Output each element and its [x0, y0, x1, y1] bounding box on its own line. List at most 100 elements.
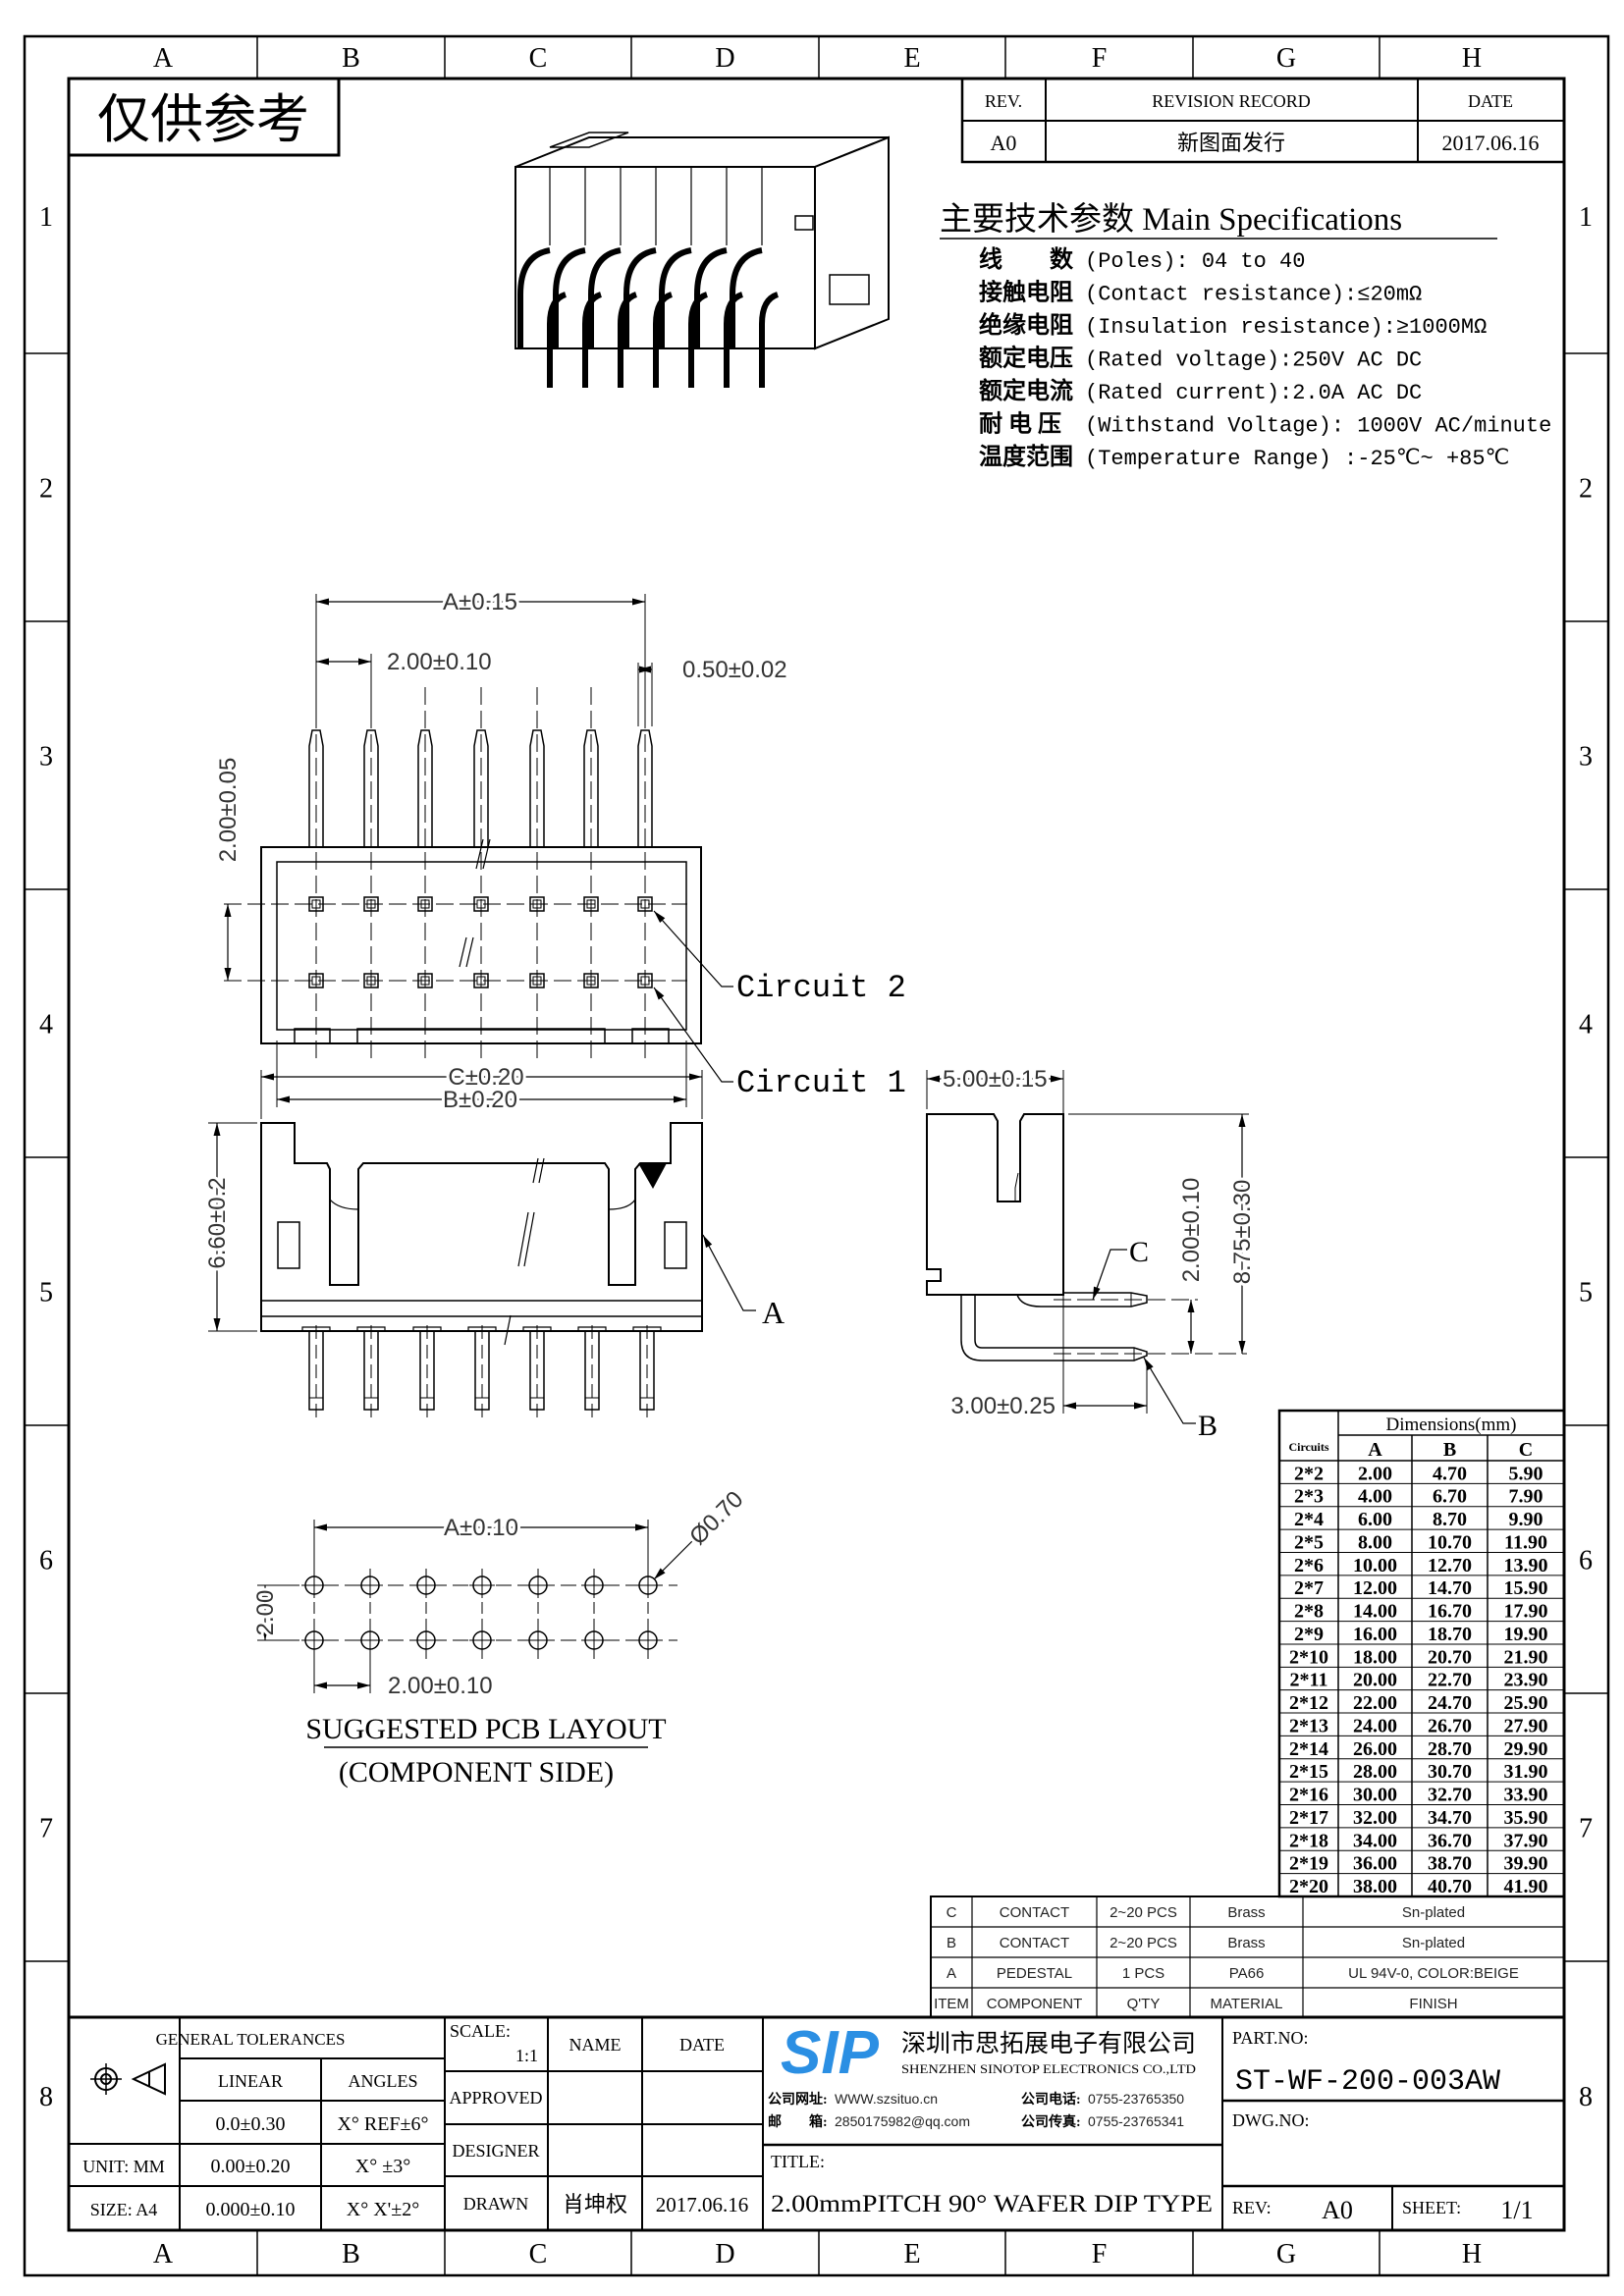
table-cell: 2*5: [1294, 1531, 1324, 1553]
table-cell: 2*12: [1289, 1692, 1328, 1714]
company-name-cn: 深圳市思拓展电子有限公司: [901, 2030, 1196, 2057]
table-cell: 37.90: [1504, 1830, 1548, 1851]
pin-standoff: [577, 1326, 607, 1331]
dim-height-side: 8.75±0.30: [1226, 1114, 1259, 1354]
dim-c: C±0.20: [261, 1061, 702, 1094]
dim-c-label: C±0.20: [448, 1064, 523, 1091]
zone-label-right: 2: [1579, 474, 1593, 505]
table-cell: 2*20: [1289, 1876, 1328, 1897]
bent-lead: [553, 247, 586, 348]
inner-border: [67, 77, 1566, 2232]
stamp-text: 仅供参考: [97, 90, 309, 149]
part-a-label: A: [762, 1295, 785, 1330]
spec-value: (Rated current):2.0A AC DC: [1085, 381, 1422, 405]
dimension-arrow: [1187, 1341, 1195, 1354]
table-cell: 14.70: [1428, 1577, 1472, 1599]
pin: [583, 729, 599, 847]
zone-label-top: B: [342, 43, 360, 74]
dim-pitch-top-label: 2.00±0.10: [387, 649, 492, 675]
spec-value: (Insulation resistance):≥1000MΩ: [1085, 315, 1487, 340]
bom-cell: 2~20 PCS: [1110, 1935, 1177, 1951]
dimension-arrow: [654, 1568, 666, 1579]
table-cell: 8.70: [1433, 1509, 1467, 1530]
pin-standoff: [356, 1326, 386, 1331]
table-cell: 14.00: [1353, 1601, 1397, 1623]
table-cell: 11.90: [1504, 1531, 1547, 1553]
table-cell: 22.70: [1428, 1670, 1472, 1691]
phone-label: 公司电话:: [1021, 2091, 1081, 2108]
circuit1-label: Circuit 1: [736, 1065, 906, 1101]
dimension-arrow: [1187, 1300, 1195, 1312]
circuits-header: Circuits: [1288, 1440, 1328, 1454]
bom-cell: PA66: [1229, 1965, 1265, 1982]
zone-label-left: 6: [39, 1546, 53, 1576]
zone-label-right: 7: [1579, 1814, 1593, 1844]
table-cell: 34.70: [1428, 1807, 1472, 1829]
table-cell: 28.00: [1353, 1761, 1397, 1783]
zone-label-left: 7: [39, 1814, 53, 1844]
table-row: 2*11 20.00 22.70 23.90: [1290, 1670, 1548, 1691]
specs-title: 主要技术参数 Main Specifications: [940, 201, 1402, 238]
email-label: 邮 箱:: [768, 2113, 828, 2130]
dimension-arrow: [261, 1628, 269, 1640]
dimension-arrow: [1063, 1402, 1076, 1410]
table-cell: 20.00: [1353, 1670, 1397, 1691]
bom-header: COMPONENT: [987, 1996, 1083, 2012]
phone: 0755-23765350: [1088, 2091, 1184, 2107]
dimension-arrow: [213, 1123, 221, 1136]
table-cell: 2.00: [1358, 1463, 1392, 1484]
housing-detail: [1014, 1172, 1019, 1201]
zone-label-bottom: H: [1462, 2239, 1482, 2269]
dim-tail-length: 3.00±0.25: [947, 1390, 1147, 1422]
lock-window: [664, 1221, 687, 1269]
table-cell: 2*15: [1289, 1761, 1328, 1783]
revision-header: REV.: [985, 91, 1022, 111]
dimension-arrow: [261, 1585, 269, 1598]
table-cell: 10.00: [1353, 1555, 1397, 1576]
break-mark: [459, 838, 491, 968]
dim-row-pcb: 2.00: [249, 1585, 282, 1640]
pin-standoff: [632, 1326, 662, 1331]
table-cell: 23.90: [1504, 1670, 1548, 1691]
housing-front-face: [514, 166, 816, 349]
bom-cell: 2~20 PCS: [1110, 1904, 1177, 1921]
general-tolerances-label: GENERAL TOLERANCES: [156, 2030, 346, 2049]
dim-hole-diameter: Ø0.70: [684, 1486, 748, 1550]
bom-cell: UL 94V-0, COLOR:BEIGE: [1348, 1965, 1519, 1982]
zone-label-top: F: [1092, 43, 1108, 74]
dim-pitch-pcb: 2.00±0.10: [314, 1670, 496, 1702]
dimension-arrow: [1238, 1114, 1246, 1127]
table-cell: 4.70: [1433, 1463, 1467, 1484]
dimension-arrow: [1238, 1341, 1246, 1354]
dimensions-column-header: A: [1368, 1439, 1382, 1461]
outer-border: [23, 34, 1610, 2277]
table-cell: 26.00: [1353, 1738, 1397, 1760]
dimension-arrow: [261, 1073, 274, 1081]
dim-height-side-label: 8.75±0.30: [1229, 1180, 1256, 1285]
pin: [529, 729, 545, 847]
pin-standoff: [412, 1326, 442, 1331]
dim-row-side-label: 2.00±0.10: [1178, 1178, 1205, 1283]
table-cell: 2*6: [1294, 1555, 1324, 1576]
fax-label: 公司传真:: [1021, 2113, 1081, 2130]
zone-label-top: E: [903, 43, 920, 74]
table-cell: 32.00: [1353, 1807, 1397, 1829]
table-cell: 6.00: [1358, 1509, 1392, 1530]
spec-label: 温度范围: [979, 443, 1073, 470]
dimension-arrow: [1144, 1358, 1154, 1370]
table-cell: 2*11: [1290, 1670, 1328, 1691]
dim-pitch-top: 2.00±0.10: [316, 646, 495, 678]
company-name-en: SHENZHEN SINOTOP ELECTRONICS CO.,LTD: [901, 2061, 1196, 2076]
table-cell: 15.90: [1504, 1577, 1548, 1599]
zone-label-bottom: F: [1092, 2239, 1108, 2269]
pin: [473, 729, 489, 847]
